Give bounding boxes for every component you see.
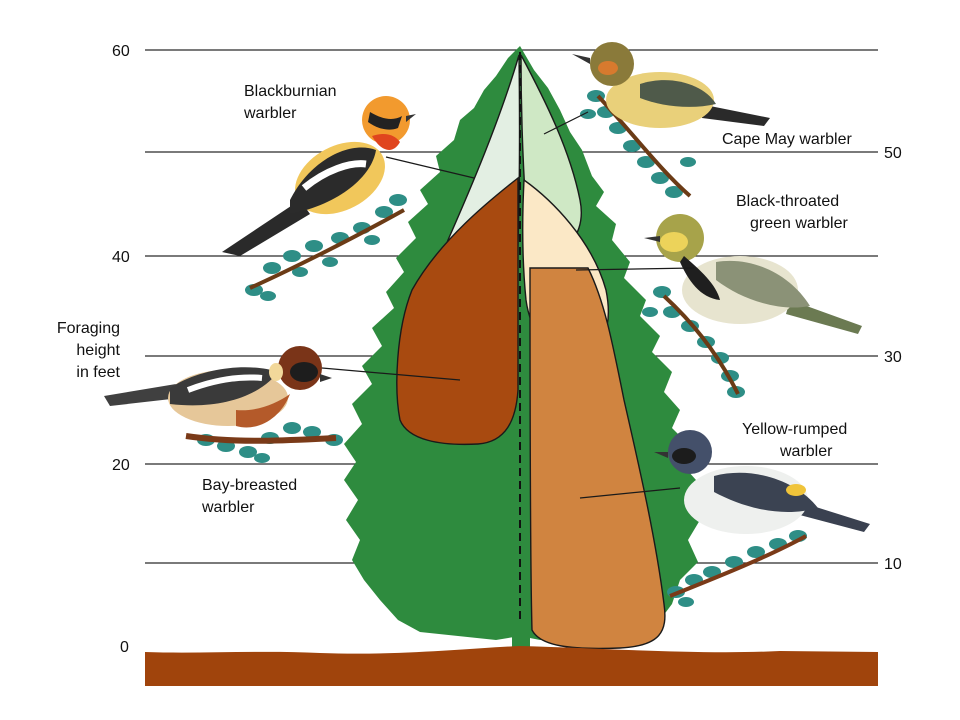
tick-40: 40 xyxy=(112,249,130,266)
black-throated-green-warbler-illustration xyxy=(642,214,862,398)
leader-yellow-rumped xyxy=(579,487,681,499)
twig-black-throated-green xyxy=(662,294,740,395)
beak-bay-breasted xyxy=(320,374,332,382)
wing-bar-blackburnian xyxy=(301,160,367,191)
axis-label-line-3: in feet xyxy=(76,364,120,381)
tail-yellow-rumped xyxy=(796,502,870,532)
label-yellow-rumped-line-1: Yellow-rumped xyxy=(742,421,847,438)
face-black-throated-green xyxy=(660,232,688,252)
cape-may-warbler-illustration xyxy=(572,42,770,198)
cheek-cape-may xyxy=(598,61,618,75)
flank-bay-breasted xyxy=(236,394,290,428)
tick-0: 0 xyxy=(120,639,129,656)
beak-yellow-rumped xyxy=(654,452,668,458)
face-mask-yellow-rumped xyxy=(672,448,696,464)
tail-cape-may xyxy=(700,104,770,126)
label-cape-may: Cape May warbler xyxy=(722,131,853,148)
face-mask-blackburnian xyxy=(368,112,402,130)
tick-30: 30 xyxy=(884,349,902,366)
tick-10: 10 xyxy=(884,556,902,573)
wing-cape-may xyxy=(640,80,716,107)
axis-label-line-1: Foraging xyxy=(57,320,120,337)
throat-black-throated-green xyxy=(680,256,720,300)
beak-blackburnian xyxy=(406,114,416,122)
leader-cape-may xyxy=(543,111,589,135)
beak-cape-may xyxy=(572,54,590,64)
label-black-throated-green-line-1: Black-throated xyxy=(736,193,839,210)
leader-lines xyxy=(321,111,695,499)
foraging-zones xyxy=(396,54,666,650)
neck-patch-bay-breasted xyxy=(269,363,283,381)
tick-20: 20 xyxy=(112,457,130,474)
tail-bay-breasted xyxy=(104,384,180,406)
throat-blackburnian xyxy=(372,134,400,150)
label-yellow-rumped-line-2: warbler xyxy=(779,443,833,460)
zone-yellow-rumped xyxy=(529,267,666,650)
leader-bay-breasted xyxy=(321,367,461,381)
label-bay-breasted-line-1: Bay-breasted xyxy=(202,477,297,494)
tick-50: 50 xyxy=(884,145,902,162)
zone-bay-breasted xyxy=(396,176,519,446)
bay-breasted-warbler-illustration xyxy=(104,346,343,463)
species-labels: Blackburnian warbler Cape May warbler Bl… xyxy=(201,83,853,516)
axis-label: Foraging height in feet xyxy=(57,320,121,381)
foliage-sprig-cape-may xyxy=(580,90,696,198)
leader-black-throated-green xyxy=(575,267,695,271)
twig-yellow-rumped xyxy=(669,534,807,598)
wing-black-throated-green xyxy=(716,260,810,308)
tick-labels: 60 40 20 0 50 30 10 xyxy=(112,43,902,656)
axis-label-line-2: height xyxy=(76,342,120,359)
tail-blackburnian xyxy=(222,200,310,256)
blackburnian-warbler-illustration xyxy=(222,96,416,301)
face-mask-bay-breasted xyxy=(290,362,318,382)
twig-bay-breasted xyxy=(185,433,337,444)
tick-60: 60 xyxy=(112,43,130,60)
beak-black-throated-green xyxy=(644,236,660,242)
ground xyxy=(145,646,878,686)
foliage-sprig-yellow-rumped xyxy=(667,530,807,607)
leader-blackburnian xyxy=(385,156,475,179)
rump-yellow-rumped xyxy=(786,484,806,496)
label-blackburnian-line-1: Blackburnian xyxy=(244,83,337,100)
label-black-throated-green-line-2: green warbler xyxy=(750,215,849,232)
wing-yellow-rumped xyxy=(714,472,818,513)
label-bay-breasted-line-2: warbler xyxy=(201,499,255,516)
yellow-rumped-warbler-illustration xyxy=(654,430,870,607)
trunk xyxy=(512,620,530,648)
tail-black-throated-green xyxy=(786,300,862,334)
label-blackburnian-line-2: warbler xyxy=(243,105,297,122)
twig-blackburnian xyxy=(249,208,405,290)
wing-bar-bay-breasted xyxy=(186,374,263,393)
